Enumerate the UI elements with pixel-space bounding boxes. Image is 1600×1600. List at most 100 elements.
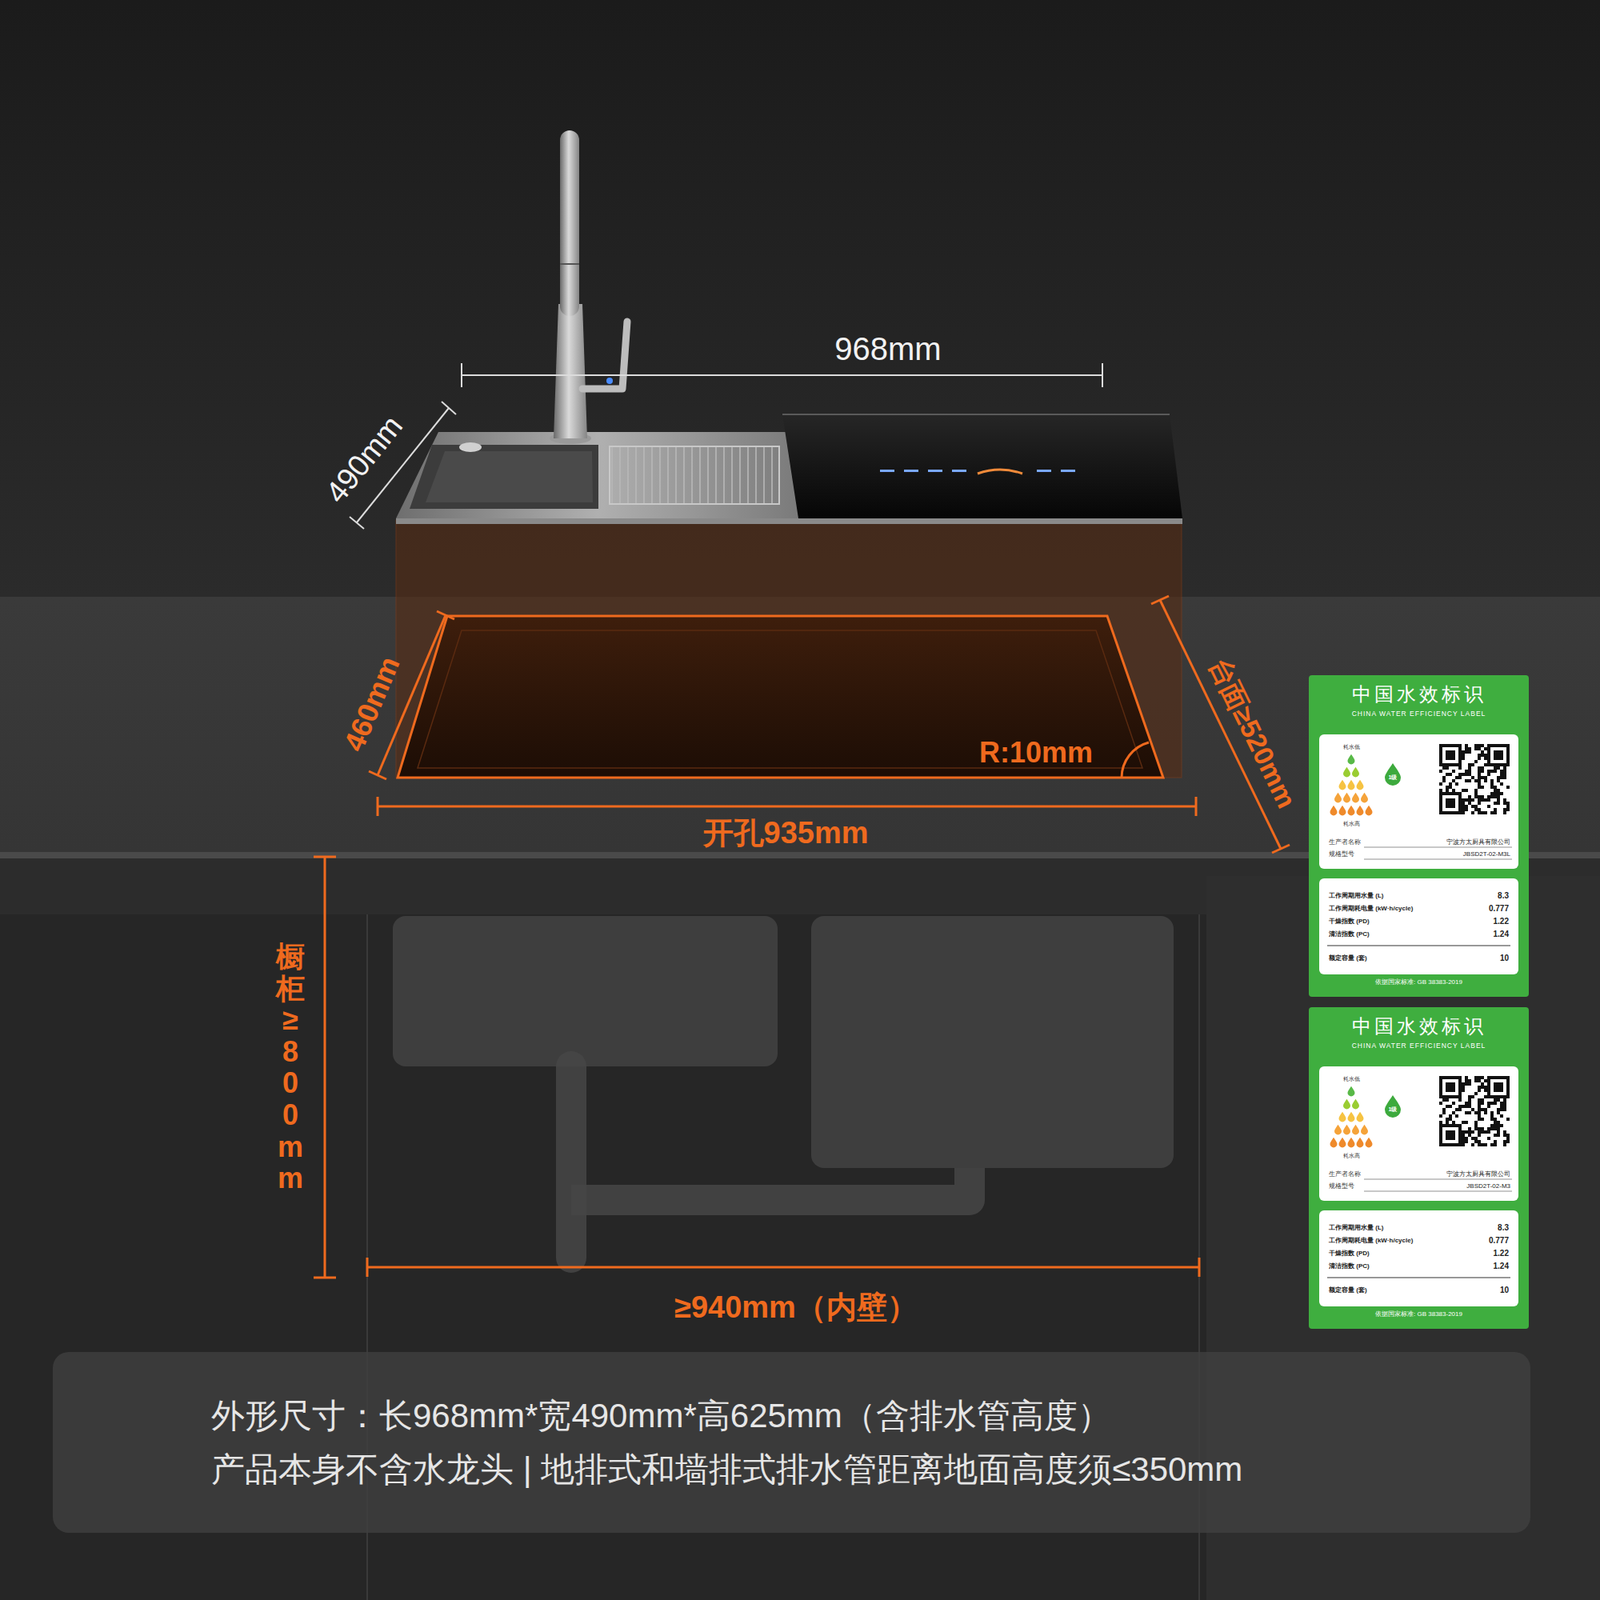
drain-pipe [556,1066,587,1258]
qr-module [1506,1136,1510,1140]
qr-module [1464,808,1468,812]
qr-module [1487,772,1491,776]
qr-module [1496,776,1500,780]
qr-module [1496,1127,1500,1131]
qr-module [1461,1136,1465,1140]
qr-module [1442,776,1446,780]
data-value: 0.777 [1488,1236,1509,1245]
qr-module [1452,1111,1456,1115]
qr-module [1445,788,1449,792]
qr-finder [1493,750,1504,760]
qr-module [1484,811,1488,815]
efficiency-drop [1334,792,1342,804]
qr-module [1477,766,1481,770]
qr-module [1500,1101,1504,1105]
qr-module [1487,804,1491,808]
qr-module [1464,772,1468,776]
sink-bowl [409,444,599,509]
data-divider [1327,1277,1511,1279]
qr-module [1493,801,1497,805]
qr-module [1480,785,1484,789]
qr-module [1490,779,1494,783]
field-name: 生产者名称 [1328,1171,1361,1178]
efficiency-drop [1339,780,1347,791]
qr-module [1484,1079,1488,1083]
data-name: 清洁指数 (PC) [1328,931,1370,938]
scale-low: 耗水低 [1343,744,1360,750]
label-graphics [1319,1066,1519,1201]
dimension-line [377,805,1196,808]
qr-module [1464,769,1468,773]
qr-module [1455,1114,1459,1118]
qr-module [1439,788,1443,792]
label-title: 中国水效标识 [1352,684,1487,704]
label-title: 中国水效标识 [1352,1016,1487,1036]
qr-module [1490,795,1494,799]
qr-module [1461,1140,1465,1144]
qr-module [1500,776,1504,780]
data-name: 干燥指数 (PD) [1328,1250,1370,1257]
qr-module [1445,772,1449,776]
efficiency-drop [1348,1137,1356,1148]
qr-module [1445,1117,1449,1121]
qr-module [1503,769,1507,773]
qr-module [1448,1104,1452,1108]
qr-module [1480,744,1484,748]
qr-module [1461,801,1465,805]
dimension-label: 开孔935mm [703,817,869,848]
efficiency-drop [1360,1124,1368,1136]
qr-module [1480,1108,1484,1112]
qr-module [1461,1104,1465,1108]
dimension-label: ≥940mm（内壁） [674,1292,918,1323]
field-underline [1364,1179,1512,1180]
data-name: 工作周期耗电量 (kW·h/cycle) [1328,1237,1413,1244]
qr-module [1455,782,1459,786]
data-value: 10 [1500,1286,1509,1295]
qr-module [1448,1117,1452,1121]
qr-module [1503,776,1507,780]
qr-module [1445,1104,1449,1108]
qr-module [1474,1076,1478,1080]
field-value: 宁波方太厨具有限公司 [1446,839,1511,846]
qr-module [1496,766,1500,770]
qr-module [1442,766,1446,770]
dimension-label: 968mm [834,332,941,365]
qr-module [1503,801,1507,805]
qr-finder [1488,745,1508,765]
qr-module [1464,1101,1468,1105]
qr-module [1484,753,1488,757]
qr-module [1474,1127,1478,1131]
qr-module [1503,766,1507,770]
qr-module [1506,785,1510,789]
qr-module [1484,1085,1488,1089]
qr-module [1461,811,1465,815]
qr-module [1493,788,1497,792]
qr-module [1480,769,1484,773]
qr-module [1493,1133,1497,1137]
qr-module [1480,776,1484,780]
qr-module [1503,1098,1507,1102]
efficiency-drop [1352,1124,1360,1136]
qr-module [1487,1130,1491,1134]
sink-body [396,520,1182,778]
qr-module [1464,1079,1468,1083]
dimension-tick [1101,363,1104,388]
qr-module [1468,747,1472,751]
qr-module [1496,1108,1500,1112]
efficiency-drop [1348,780,1356,791]
efficiency-drop [1348,1112,1356,1123]
qr-module [1468,1098,1472,1102]
qr-module [1484,756,1488,760]
qr-module [1474,1092,1478,1096]
qr-module [1455,1108,1459,1112]
efficiency-drop [1330,1137,1338,1148]
qr-module [1458,766,1462,770]
qr-module [1493,811,1497,815]
label-data-box: 工作周期用水量 (L)8.3工作周期耗电量 (kW·h/cycle)0.777干… [1319,878,1519,975]
qr-module [1484,779,1488,783]
control-light [880,469,895,472]
qr-module [1468,798,1472,802]
qr-module [1500,1114,1504,1118]
dimension-tick [349,516,364,529]
dimension-tick [1151,596,1169,604]
